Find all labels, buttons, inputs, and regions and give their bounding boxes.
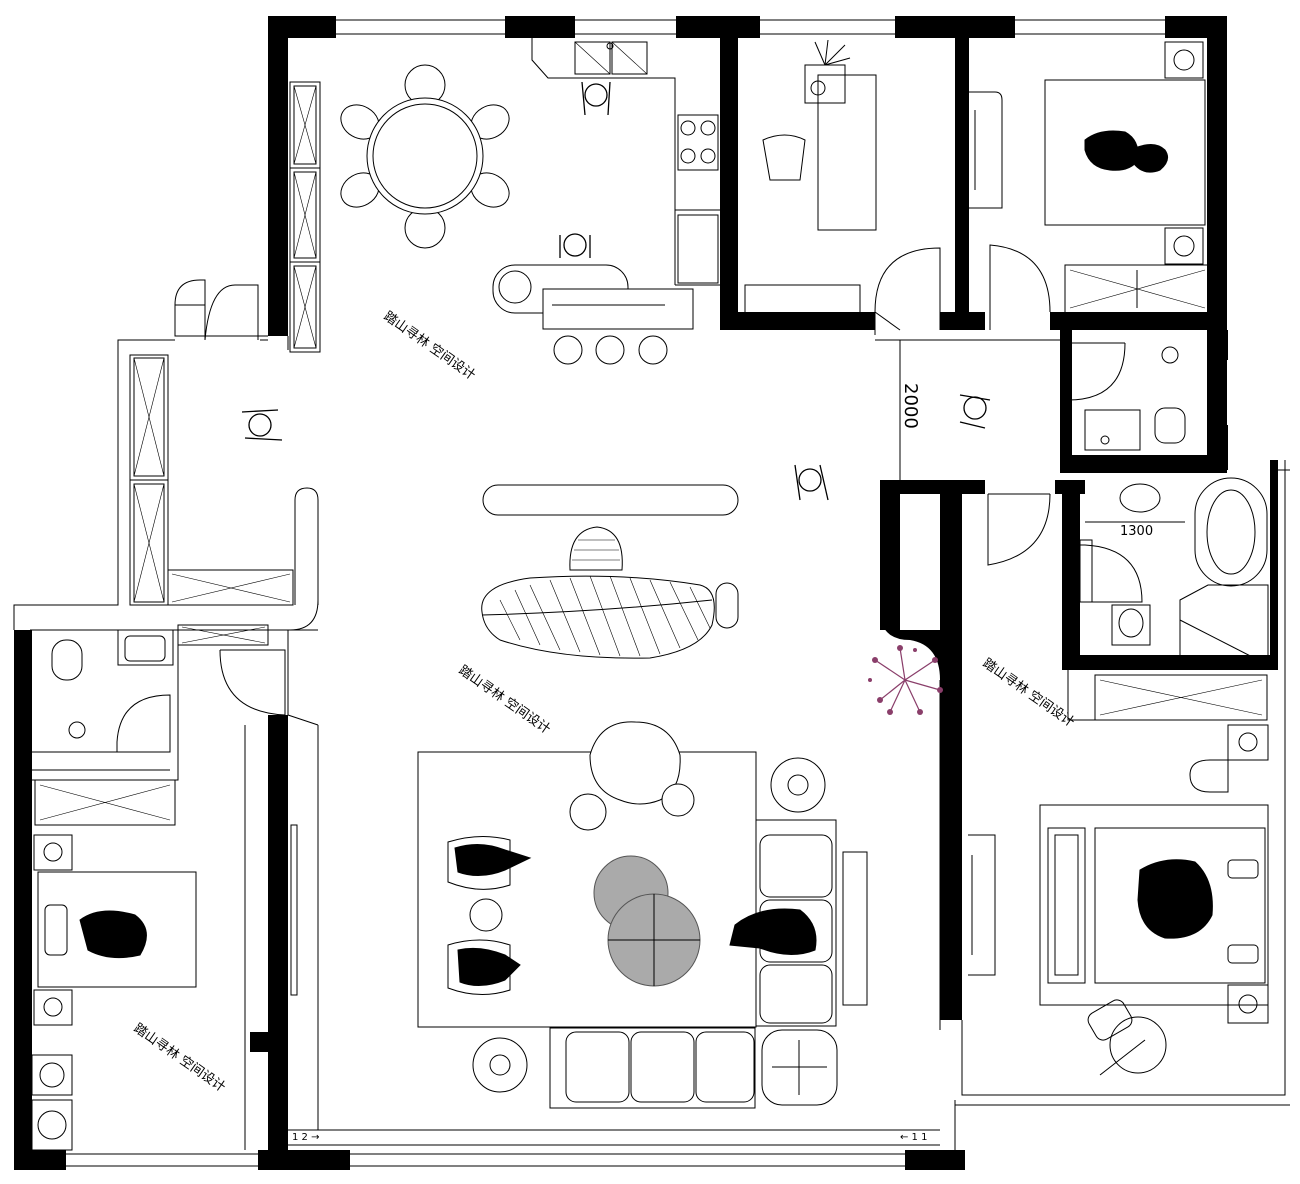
dining-table [340,64,510,249]
bedroom-1 [969,41,1211,330]
corridor: 2000 [874,311,921,429]
svg-text:← 1 1: ← 1 1 [900,1132,927,1143]
walls [14,16,1278,1170]
kitchen [492,38,720,365]
living-room [290,484,868,1109]
entry-wardrobe [129,81,321,606]
svg-text:1 2 →: 1 2 → [292,1132,319,1143]
bedroom-3 [30,624,286,1151]
person-figures [241,81,991,501]
bathroom-2: 1300 [987,477,1269,666]
corridor-width-dimension: 2000 [900,383,921,429]
watermark-label: 踏山寻林 空间设计 [131,1021,228,1095]
watermark-label: 踏山寻林 空间设计 [381,309,478,383]
section-markers: 1 2 → ← 1 1 [292,1132,927,1143]
potted-plant-icon [868,645,943,715]
bathroom-1 [1067,342,1186,451]
study [744,39,941,335]
bedroom-2 [968,670,1269,1076]
bath-width-dimension: 1300 [1120,524,1153,539]
watermark-label: 踏山寻林 空间设计 [456,663,553,737]
